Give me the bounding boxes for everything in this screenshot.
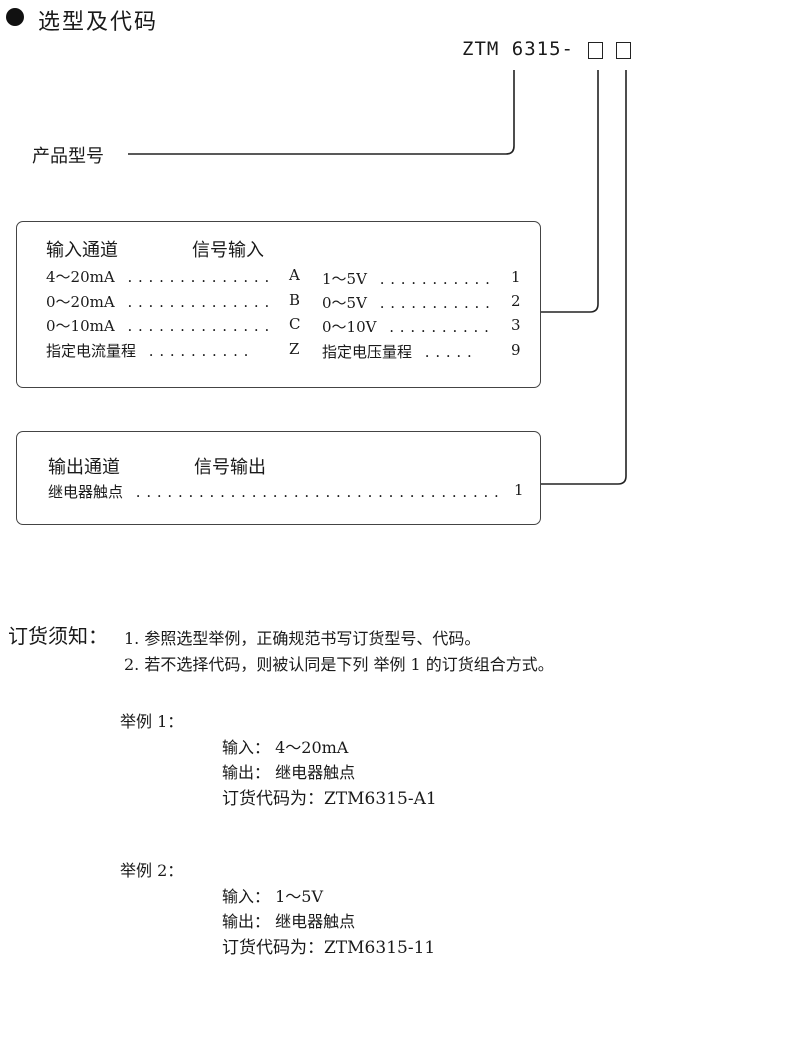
row-name: 指定电流量程 <box>46 342 137 360</box>
input-row-3: 0～10V . . . . . . . . . . <box>322 316 489 337</box>
row-name: 指定电压量程 <box>322 343 413 361</box>
input-code-b: B <box>289 291 301 309</box>
example-2-output: 输出： 继电器触点 <box>222 912 356 931</box>
bullet-icon <box>6 8 24 26</box>
input-code-1: 1 <box>511 268 521 286</box>
row-name: 0～10V <box>322 318 377 336</box>
row-dots: . . . . . . . . . . . . . . <box>127 293 270 311</box>
row-dots: . . . . . . . . . . . . . . <box>127 317 270 335</box>
signal-input-header: 信号输入 <box>192 240 264 261</box>
row-dots: . . . . . . . . . . . . . . <box>127 268 270 286</box>
example-1-code: 订货代码为：ZTM6315-A1 <box>222 789 437 809</box>
input-row-1: 1～5V . . . . . . . . . . . <box>322 268 490 289</box>
note-item-1: 1. 参照选型举例，正确规范书写订货型号、代码。 <box>124 629 481 648</box>
example-1-output: 输出： 继电器触点 <box>222 763 356 782</box>
input-code-3: 3 <box>511 316 521 334</box>
input-row-c: 0～10mA . . . . . . . . . . . . . . <box>46 315 270 336</box>
row-name: 0～5V <box>322 294 367 312</box>
model-box-output <box>616 42 631 59</box>
signal-output-header: 信号输出 <box>194 457 266 478</box>
row-name: 4～20mA <box>46 268 115 286</box>
output-channel-header: 输出通道 <box>48 457 120 478</box>
input-row-a: 4～20mA . . . . . . . . . . . . . . <box>46 266 270 287</box>
input-row-b: 0～20mA . . . . . . . . . . . . . . <box>46 291 270 312</box>
example-2-title: 举例 2： <box>120 861 184 880</box>
row-name: 0～10mA <box>46 317 115 335</box>
output-code-relay: 1 <box>514 481 524 499</box>
input-row-9: 指定电压量程 . . . . . <box>322 341 472 362</box>
input-row-2: 0～5V . . . . . . . . . . . <box>322 292 490 313</box>
input-code-z: Z <box>289 340 300 358</box>
note-item-2: 2. 若不选择代码，则被认同是下列 举例 1 的订货组合方式。 <box>124 655 554 674</box>
row-dots: . . . . . <box>424 343 473 361</box>
input-code-c: C <box>289 315 301 333</box>
example-2-code: 订货代码为：ZTM6315-11 <box>222 938 436 958</box>
row-dots: . . . . . . . . . . <box>389 318 490 336</box>
row-dots: . . . . . . . . . . . <box>379 294 491 312</box>
row-dots: . . . . . . . . . . . . . . . . . . . . … <box>135 483 500 501</box>
input-code-a: A <box>289 266 300 284</box>
input-channel-header: 输入通道 <box>46 240 118 261</box>
example-1-input: 输入： 4～20mA <box>222 738 349 757</box>
row-name: 0～20mA <box>46 293 115 311</box>
input-panel <box>16 221 541 388</box>
row-dots: . . . . . . . . . . . <box>379 270 491 288</box>
example-1-title: 举例 1： <box>120 712 184 731</box>
input-code-2: 2 <box>511 292 521 310</box>
row-name: 继电器触点 <box>48 483 124 501</box>
output-panel <box>16 431 541 525</box>
model-box-input <box>588 42 603 59</box>
input-code-9: 9 <box>511 341 521 359</box>
section-title: 选型及代码 <box>38 10 159 35</box>
row-dots: . . . . . . . . . . <box>148 342 249 360</box>
example-2-input: 输入： 1～5V <box>222 887 324 906</box>
product-label: 产品型号 <box>32 146 104 167</box>
output-row-relay: 继电器触点 . . . . . . . . . . . . . . . . . … <box>48 481 499 502</box>
notes-title: 订货须知： <box>8 624 108 648</box>
model-code: ZTM 6315- <box>462 38 574 60</box>
input-row-z: 指定电流量程 . . . . . . . . . . <box>46 340 249 361</box>
row-name: 1～5V <box>322 270 367 288</box>
